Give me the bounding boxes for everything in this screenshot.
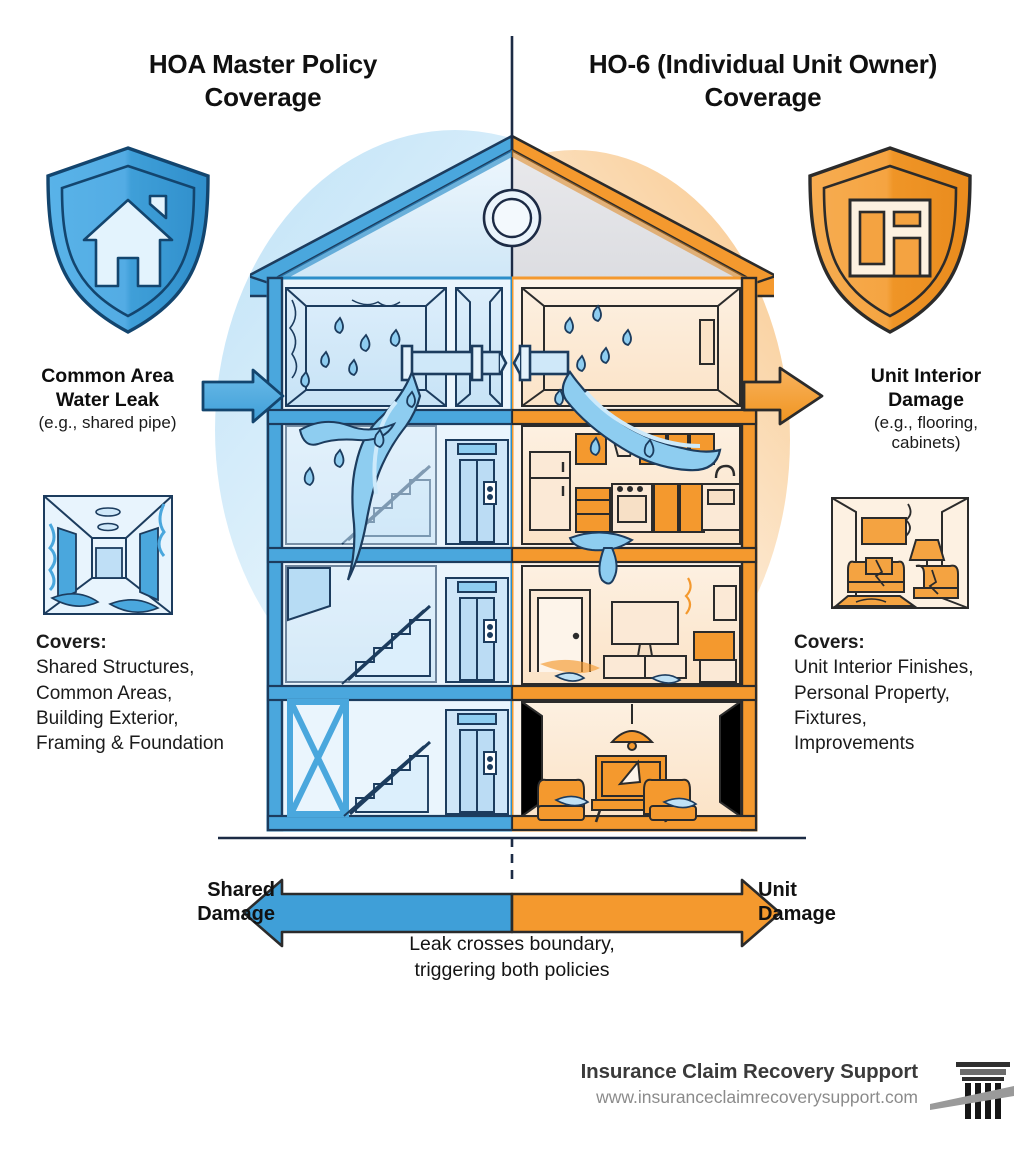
covers-item: Fixtures, — [794, 707, 867, 729]
callout-common-area-water-leak: Common Area Water Leak (e.g., shared pip… — [10, 365, 205, 433]
covers-list-hoa: Covers: Shared Structures, Common Areas,… — [36, 630, 286, 756]
pillar-logo-icon — [930, 1062, 1014, 1119]
callout-right-sub1: (e.g., flooring, — [874, 412, 978, 432]
scale-caption-line1: Leak crosses boundary, — [409, 933, 615, 955]
damage-spectrum-arrow — [242, 878, 782, 948]
heading-ho6-coverage: HO-6 (Individual Unit Owner) Coverage — [528, 48, 998, 115]
callout-right-line1: Unit Interior — [870, 365, 982, 387]
shield-house-icon — [46, 146, 210, 334]
scale-caption: Leak crosses boundary, triggering both p… — [312, 932, 712, 984]
common-area-arrow-icon — [201, 368, 285, 424]
footer-branding: Insurance Claim Recovery Support www.ins… — [448, 1060, 919, 1108]
covers-title-left: Covers: — [36, 632, 107, 653]
callout-left-line1: Common Area — [41, 365, 174, 387]
damaged-living-room-icon — [831, 497, 969, 609]
scale-label-shared-damage: Shared Damage — [150, 878, 275, 926]
heading-hoa-line2: Coverage — [204, 82, 322, 113]
unit-interior-arrow-icon — [742, 366, 824, 426]
burst-pipe-and-water — [298, 304, 722, 809]
attic-window-icon — [482, 188, 542, 248]
covers-item: Improvements — [794, 733, 915, 755]
heading-ho6-line1: HO-6 (Individual Unit Owner) — [588, 49, 938, 79]
callout-left-line2: Water Leak — [55, 388, 160, 411]
covers-item: Personal Property, — [794, 682, 950, 704]
damaged-hallway-icon — [43, 495, 173, 615]
covers-list-ho6: Covers: Unit Interior Finishes, Personal… — [794, 630, 1024, 756]
covers-item: Unit Interior Finishes, — [794, 657, 974, 679]
footer-brand-name: Insurance Claim Recovery Support — [580, 1060, 919, 1083]
callout-unit-interior-damage: Unit Interior Damage (e.g., flooring, ca… — [828, 365, 1024, 454]
cutaway-building — [218, 134, 806, 840]
scale-left-line2: Damage — [197, 903, 275, 925]
callout-right-sub2: cabinets) — [891, 433, 961, 453]
footer-website-url: www.insuranceclaimrecoverysupport.com — [596, 1087, 918, 1107]
callout-left-sub: (e.g., shared pipe) — [38, 412, 177, 432]
callout-right-line2: Damage — [888, 388, 964, 411]
shield-unit-icon — [808, 146, 972, 334]
covers-item: Shared Structures, — [36, 657, 195, 679]
covers-item: Building Exterior, — [36, 707, 179, 729]
scale-left-line1: Shared — [207, 879, 275, 901]
scale-right-line1: Unit — [758, 879, 797, 901]
covers-item: Common Areas, — [36, 682, 173, 704]
heading-ho6-line2: Coverage — [704, 82, 822, 113]
covers-title-right: Covers: — [794, 632, 865, 653]
heading-hoa-master-policy: HOA Master Policy Coverage — [28, 48, 498, 115]
scale-caption-line2: triggering both policies — [414, 958, 610, 981]
scale-right-line2: Damage — [758, 903, 836, 925]
heading-hoa-line1: HOA Master Policy — [148, 49, 378, 79]
covers-item: Framing & Foundation — [36, 733, 224, 755]
scale-label-unit-damage: Unit Damage — [758, 878, 883, 926]
